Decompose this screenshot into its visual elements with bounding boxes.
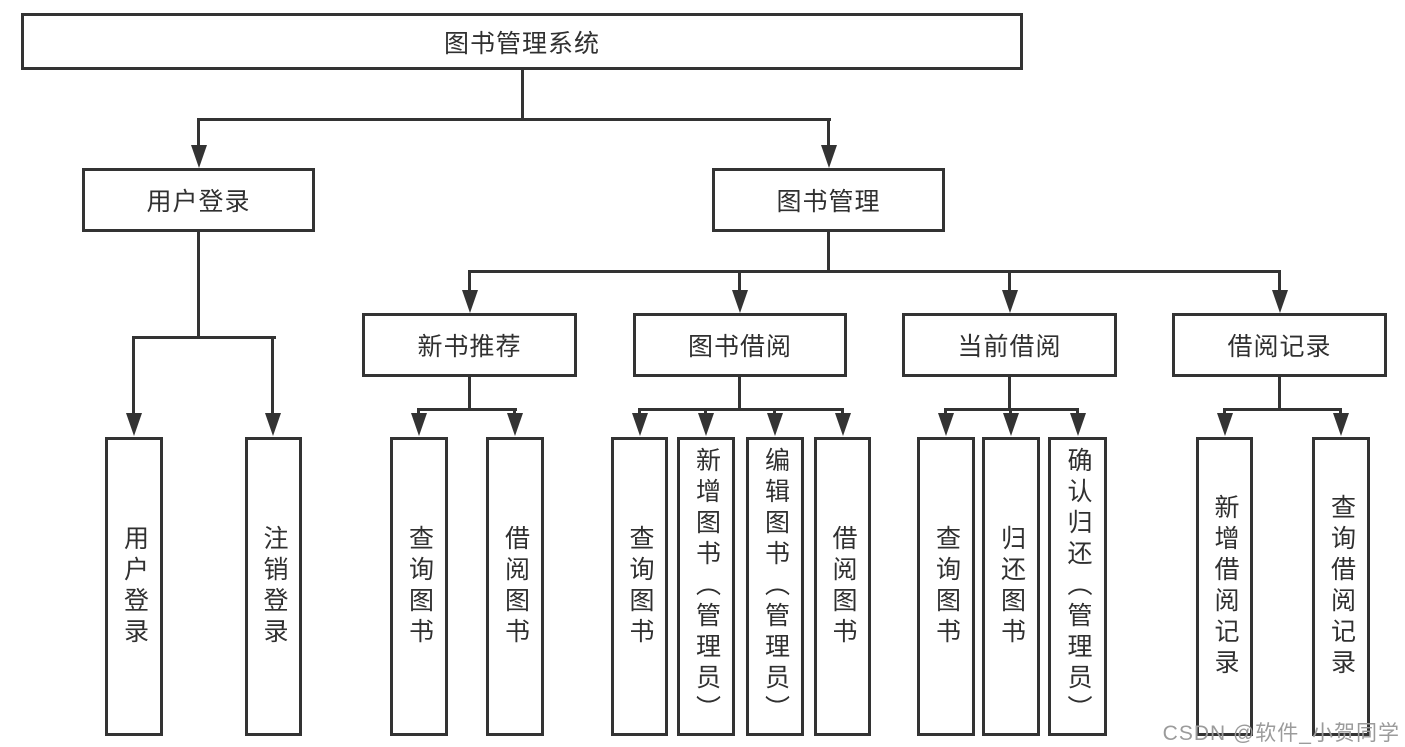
- connector-line: [417, 408, 517, 411]
- connector-line: [468, 377, 471, 411]
- node-label: 编辑图书（管理员）: [761, 447, 790, 726]
- leaf-borrow-books: 借阅图书: [814, 437, 871, 736]
- arrow-down-icon: [132, 336, 135, 413]
- arrow-down-icon: [513, 408, 516, 413]
- leaf-add-borrow-record: 新增借阅记录: [1196, 437, 1253, 736]
- connector-line: [197, 118, 831, 121]
- node-label: 新增借阅记录: [1211, 493, 1239, 680]
- arrow-down-icon: [1278, 270, 1281, 290]
- arrow-down-icon: [1076, 408, 1079, 413]
- connector-line: [197, 232, 200, 339]
- arrow-down-icon: [417, 408, 420, 413]
- leaf-query-books-recommend: 查询图书: [390, 437, 448, 736]
- arrow-down-icon: [827, 118, 830, 145]
- node-label: 当前借阅: [957, 333, 1062, 361]
- node-user-login: 用户登录: [82, 168, 315, 232]
- arrow-down-icon: [271, 336, 274, 413]
- leaf-edit-book-admin: 编辑图书（管理员）: [746, 437, 804, 736]
- connector-line: [1223, 408, 1342, 411]
- leaf-confirm-return-admin: 确认归还（管理员）: [1048, 437, 1107, 736]
- node-label: 新书推荐: [417, 333, 522, 361]
- leaf-borrow-books-recommend: 借阅图书: [486, 437, 544, 736]
- leaf-user-login: 用户登录: [105, 437, 163, 736]
- node-book-management: 图书管理: [712, 168, 945, 232]
- node-book-borrow: 图书借阅: [633, 313, 847, 377]
- node-label: 用户登录: [146, 188, 251, 216]
- arrow-down-icon: [468, 270, 471, 290]
- watermark: CSDN @软件_小贺同学: [1162, 722, 1400, 745]
- node-label: 图书管理系统: [443, 29, 600, 58]
- node-current-borrow: 当前借阅: [902, 313, 1117, 377]
- arrow-down-icon: [1223, 408, 1226, 413]
- node-label: 图书管理: [776, 188, 881, 216]
- arrow-down-icon: [197, 118, 200, 145]
- node-library-system: 图书管理系统: [21, 13, 1023, 70]
- connector-line: [468, 270, 1281, 273]
- node-label: 查询图书: [932, 524, 961, 649]
- node-label: 查询图书: [405, 524, 434, 649]
- connector-line: [827, 232, 830, 273]
- arrow-down-icon: [638, 408, 641, 413]
- node-label: 查询图书: [626, 524, 654, 649]
- arrow-down-icon: [1008, 270, 1011, 290]
- connector-line: [1008, 377, 1011, 411]
- connector-line: [1278, 377, 1281, 411]
- arrow-down-icon: [841, 408, 844, 413]
- node-new-book-recommend: 新书推荐: [362, 313, 577, 377]
- node-label: 借阅图书: [501, 524, 530, 649]
- node-label: 借阅记录: [1227, 333, 1332, 361]
- arrow-down-icon: [704, 408, 707, 413]
- arrow-down-icon: [1339, 408, 1342, 413]
- leaf-query-borrow-record: 查询借阅记录: [1312, 437, 1370, 736]
- node-label: 归还图书: [997, 524, 1026, 649]
- connector-line: [521, 70, 524, 118]
- leaf-query-books-current: 查询图书: [917, 437, 975, 736]
- node-borrow-records: 借阅记录: [1172, 313, 1387, 377]
- node-label: 注销登录: [260, 524, 288, 649]
- leaf-return-book: 归还图书: [982, 437, 1040, 736]
- leaf-add-book-admin: 新增图书（管理员）: [677, 437, 735, 736]
- node-label: 用户登录: [120, 524, 149, 649]
- arrow-down-icon: [738, 270, 741, 290]
- arrow-down-icon: [773, 408, 776, 413]
- leaf-logout: 注销登录: [245, 437, 302, 736]
- leaf-query-books-borrow: 查询图书: [611, 437, 668, 736]
- arrow-down-icon: [944, 408, 947, 413]
- node-label: 新增图书（管理员）: [692, 447, 721, 726]
- connector-line: [638, 408, 844, 411]
- node-label: 查询借阅记录: [1327, 493, 1356, 680]
- node-label: 确认归还（管理员）: [1064, 447, 1092, 726]
- connector-line: [738, 377, 741, 411]
- node-label: 图书借阅: [687, 333, 792, 361]
- arrow-down-icon: [1009, 408, 1012, 413]
- connector-line: [132, 336, 276, 339]
- node-label: 借阅图书: [829, 524, 857, 649]
